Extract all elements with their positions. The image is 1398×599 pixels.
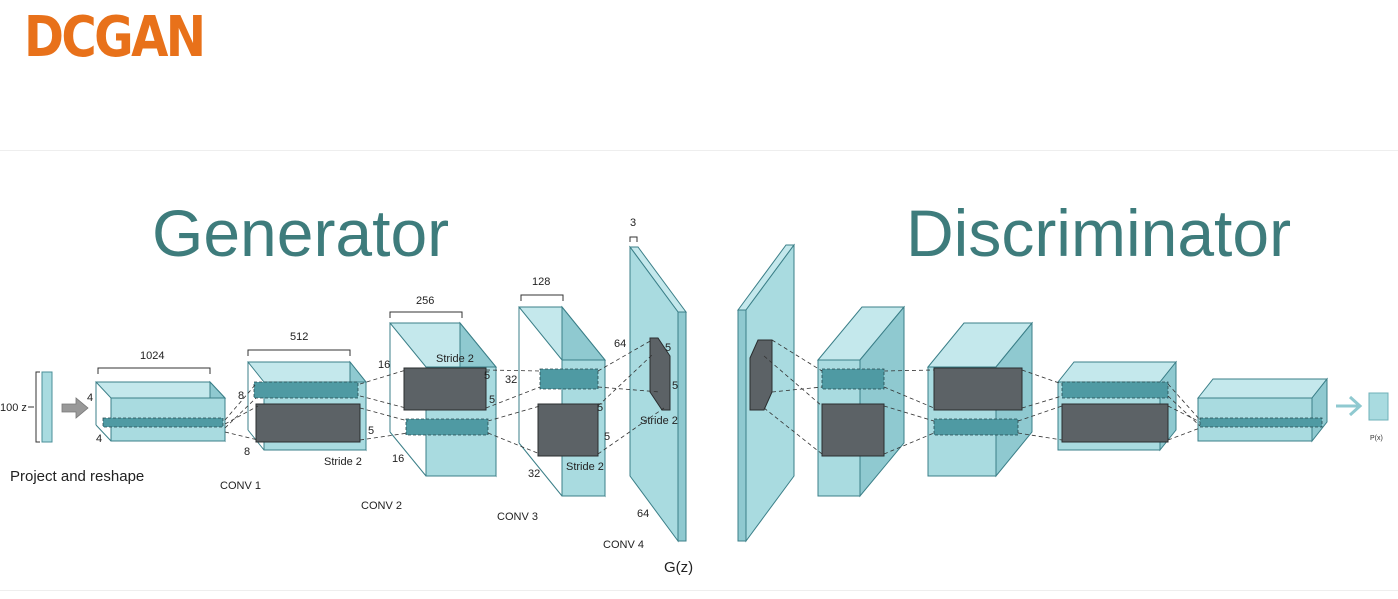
disc-block-1	[816, 305, 906, 498]
disc-connectors	[763, 339, 1201, 455]
output-px-label: P(x)	[1370, 435, 1383, 442]
conv3-kernel-5b: 5	[604, 431, 610, 443]
dim-4-bottom: 4	[96, 433, 102, 445]
disc-block-4	[1196, 377, 1329, 443]
conv4-kernel-5b: 5	[672, 380, 678, 392]
conv2-kernel-5b: 5	[489, 394, 495, 406]
conv4-label: CONV 4	[603, 539, 644, 551]
conv2-label: CONV 2	[361, 500, 402, 512]
dim-256: 256	[416, 295, 434, 307]
dim-4-top: 4	[87, 392, 93, 404]
conv2-stride-label: Stride 2	[436, 353, 474, 365]
disc-input-image	[737, 243, 795, 543]
conv2-kernel-5a: 5	[484, 370, 490, 382]
gen-block-512	[246, 360, 368, 452]
z-vector	[28, 371, 53, 443]
gz-label: G(z)	[664, 559, 693, 576]
dcgan-architecture-diagram: Generator Discriminator 100 z Project an…	[0, 196, 1389, 576]
conv1-label: CONV 1	[220, 480, 261, 492]
conv4-stride-label: Stride 2	[640, 415, 678, 427]
conv1-kernel-5: 5	[368, 425, 374, 437]
disc-block-3	[1056, 360, 1178, 452]
dim-8-bottom: 8	[244, 446, 250, 458]
gen-connectors	[224, 339, 665, 455]
dim-16-top: 16	[378, 359, 390, 371]
output-probability-box	[1368, 392, 1389, 421]
dim-1024: 1024	[140, 350, 164, 362]
project-reshape-label: Project and reshape	[10, 468, 144, 485]
gen-block-1024	[94, 380, 227, 443]
discriminator-heading: Discriminator	[906, 196, 1291, 270]
dim-512: 512	[290, 331, 308, 343]
dim-128: 128	[532, 276, 550, 288]
dim-32-left: 32	[505, 374, 517, 386]
output-arrow	[1336, 395, 1363, 417]
generator-heading: Generator	[152, 196, 449, 270]
conv3-stride-label: Stride 2	[566, 461, 604, 473]
conv3-kernel-5a: 5	[597, 402, 603, 414]
dim-32-bottom: 32	[528, 468, 540, 480]
dim-64-bottom: 64	[637, 508, 649, 520]
slide-title: DCGAN	[24, 5, 206, 70]
bottom-divider	[0, 590, 1398, 591]
dim-16-bottom: 16	[392, 453, 404, 465]
top-divider	[0, 150, 1398, 151]
gen-block-128	[517, 305, 607, 498]
gen-output-image	[629, 245, 687, 543]
dim-3: 3	[630, 217, 636, 229]
disc-block-2	[926, 321, 1034, 478]
gen-block-256	[388, 321, 498, 478]
dim-8-top: 8	[238, 390, 244, 402]
conv3-label: CONV 3	[497, 511, 538, 523]
z-input-label: 100 z	[0, 402, 27, 414]
dim-64-top: 64	[614, 338, 626, 350]
conv4-kernel-5a: 5	[665, 342, 671, 354]
reshape-arrow	[61, 397, 89, 419]
conv1-stride-label: Stride 2	[324, 456, 362, 468]
